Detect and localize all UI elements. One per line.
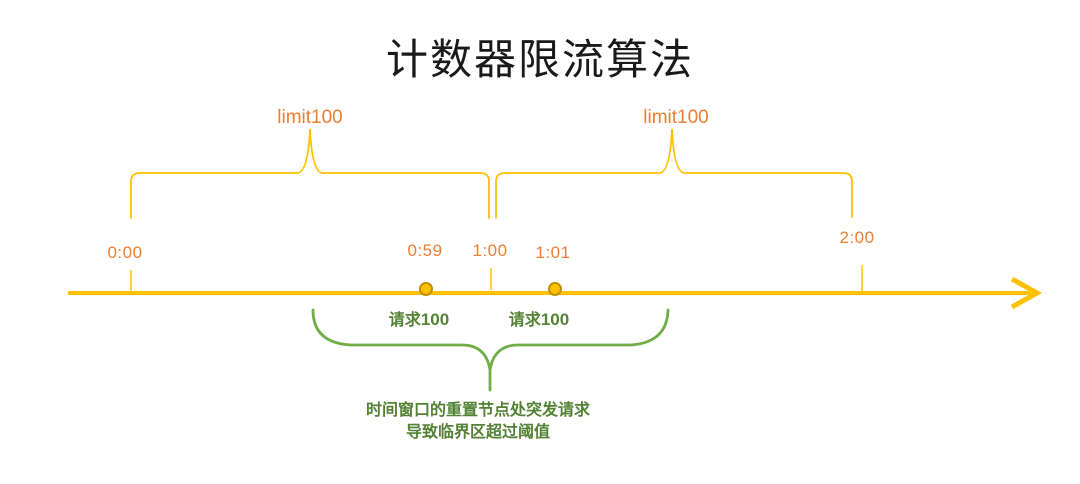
- request-label-2-value: 100: [540, 310, 570, 329]
- time-label-1-00: 1:00: [472, 241, 508, 260]
- burst-annotation-line2: 导致临界区超过阈值: [405, 424, 551, 441]
- diagram-title: 计数器限流算法: [385, 38, 695, 84]
- window-limit-label-1: limit100: [277, 107, 343, 128]
- request-label-2-prefix: 请求: [508, 312, 541, 329]
- time-label-2-00: 2:00: [839, 228, 875, 247]
- time-label-1-01: 1:01: [535, 243, 571, 262]
- burst-brace: [311, 308, 670, 392]
- timeline-arrowhead: [1010, 276, 1043, 310]
- request-label-1-value: 100: [420, 310, 450, 329]
- burst-annotation: 时间窗口的重置节点处突发请求 导致临界区超过阈值: [366, 400, 590, 444]
- request-label-1: 请求100: [389, 306, 449, 330]
- window-limit-label-2: limit100: [643, 107, 709, 128]
- window-brace-2: [495, 128, 853, 219]
- burst-annotation-line1: 时间窗口的重置节点处突发请求: [365, 402, 591, 419]
- window-brace-1: [130, 128, 490, 219]
- request-dot-0-59: [419, 282, 433, 296]
- request-dot-1-01: [548, 282, 562, 296]
- time-label-0-59: 0:59: [407, 241, 443, 260]
- request-label-2: 请求100: [509, 306, 569, 330]
- time-label-0-00: 0:00: [107, 243, 143, 262]
- request-label-1-prefix: 请求: [388, 312, 421, 329]
